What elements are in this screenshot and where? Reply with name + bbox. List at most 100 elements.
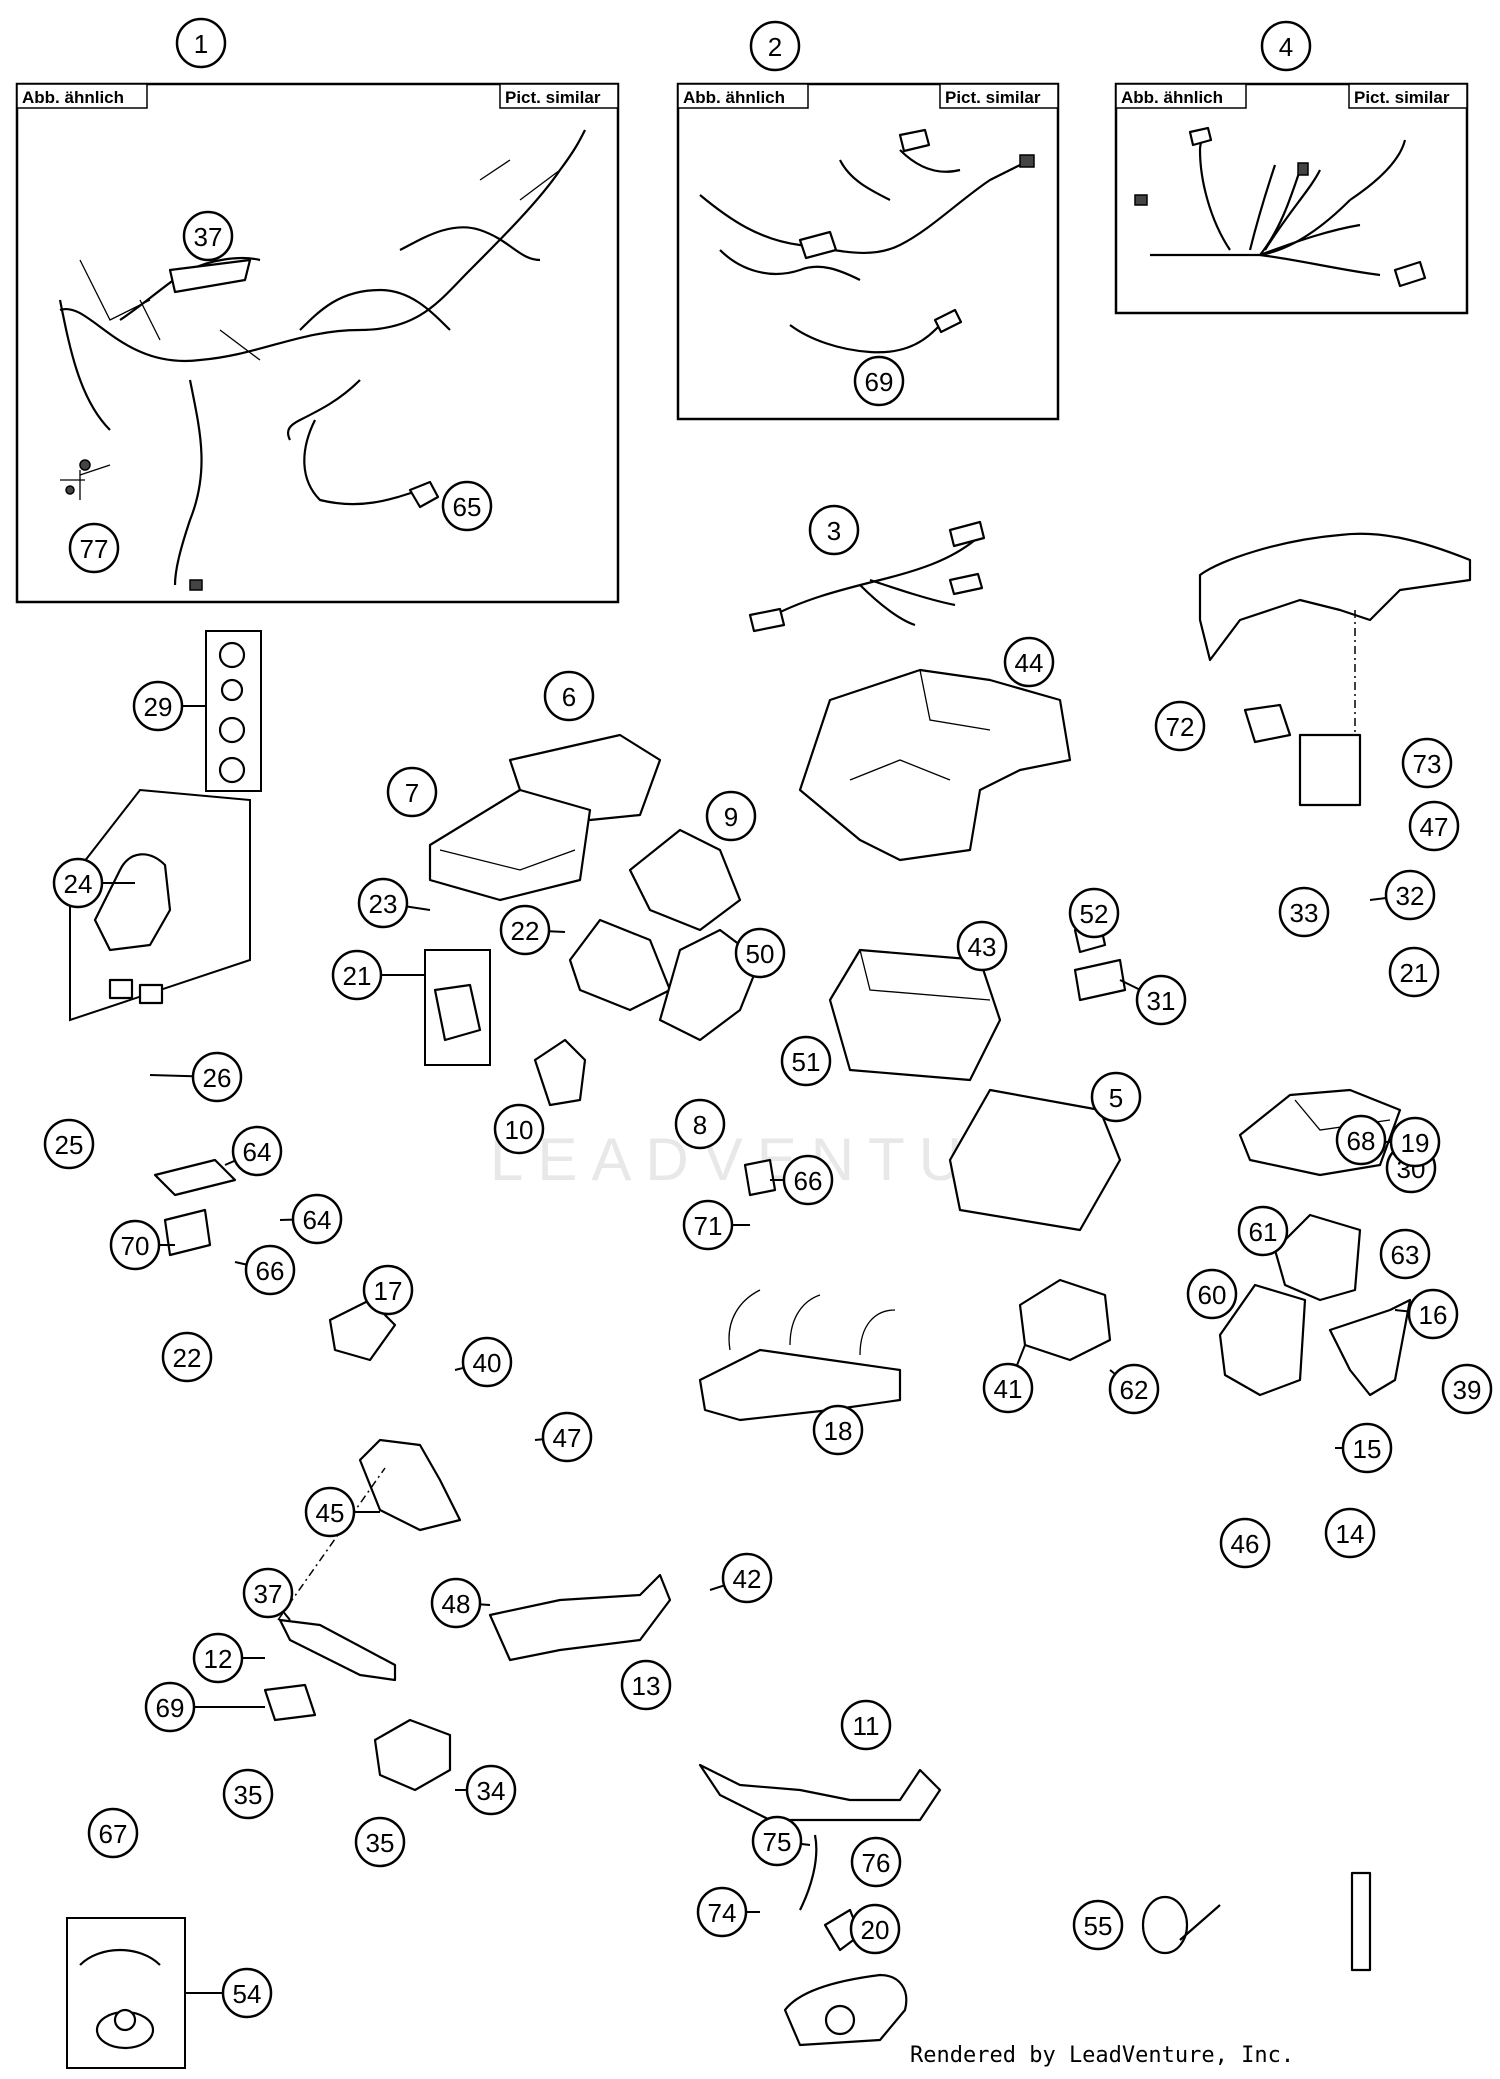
- callout-number: 16: [1419, 1300, 1448, 1330]
- callout-number: 67: [99, 1819, 128, 1849]
- callout-21: 21: [331, 949, 383, 1001]
- callout-number: 17: [374, 1276, 403, 1306]
- callout-circle: [132, 680, 184, 732]
- callout-circle: [674, 1098, 726, 1150]
- callout-number: 21: [343, 961, 372, 991]
- callout-circle: [1237, 1205, 1289, 1257]
- callout-circle: [1135, 974, 1187, 1026]
- callout-circle: [1090, 1071, 1142, 1123]
- callout-64: 64: [291, 1193, 343, 1245]
- callout-number: 71: [694, 1211, 723, 1241]
- callout-6: 6: [543, 670, 595, 722]
- callout-number: 20: [861, 1915, 890, 1945]
- callout-number: 51: [792, 1047, 821, 1077]
- callout-69: 69: [853, 355, 905, 407]
- callout-circle: [304, 1486, 356, 1538]
- bracket-22b: [1273, 1213, 1362, 1302]
- callout-number: 5: [1109, 1083, 1123, 1113]
- label-pict-similar: Pict. similar: [505, 88, 601, 107]
- callout-circle: [52, 857, 104, 909]
- callout-circle: [734, 927, 786, 979]
- callout-circle: [1260, 20, 1312, 72]
- holder-37: [488, 1573, 672, 1662]
- callout-number: 37: [254, 1579, 283, 1609]
- callout-number: 44: [1015, 648, 1044, 678]
- callout-circle: [493, 1103, 545, 1155]
- callout-circle: [87, 1807, 139, 1859]
- callout-19: 19: [1389, 1116, 1441, 1168]
- callout-number: 26: [203, 1063, 232, 1093]
- callout-37: 37: [182, 210, 234, 262]
- label-abb-aehnlich: Abb. ähnlich: [1121, 88, 1223, 107]
- callout-leader: [800, 1842, 811, 1846]
- callout-circle: [192, 1632, 244, 1684]
- callout-circle: [1384, 869, 1436, 921]
- callout-number: 9: [724, 802, 738, 832]
- callout-circle: [231, 1125, 283, 1177]
- callout-circle: [430, 1577, 482, 1629]
- callout-circle: [362, 1264, 414, 1316]
- callout-circle: [1407, 1288, 1459, 1340]
- callout-circle: [1072, 1899, 1124, 1951]
- callout-number: 24: [64, 869, 93, 899]
- callout-70: 70: [109, 1219, 161, 1271]
- callout-leader: [479, 1603, 491, 1606]
- callout-72: 72: [1154, 700, 1206, 752]
- callout-circle: [161, 1331, 213, 1383]
- callout-number: 8: [693, 1110, 707, 1140]
- callout-number: 70: [121, 1231, 150, 1261]
- callout-circle: [1379, 1228, 1431, 1280]
- callout-24: 24: [52, 857, 104, 909]
- callout-number: 64: [243, 1137, 272, 1167]
- callout-number: 12: [204, 1644, 233, 1674]
- callout-77: 77: [68, 522, 120, 574]
- callout-number: 1: [194, 29, 208, 59]
- credit-text: Rendered by LeadVenture, Inc.: [910, 2043, 1294, 2068]
- callout-leader: [534, 1438, 544, 1441]
- callout-circle: [357, 877, 409, 929]
- harness-3: [764, 539, 976, 621]
- callout-circle: [1389, 1116, 1441, 1168]
- callout-circle: [1003, 636, 1055, 688]
- callout-number: 69: [865, 367, 894, 397]
- callout-number: 10: [505, 1115, 534, 1145]
- callout-number: 37: [194, 222, 223, 252]
- callout-number: 7: [405, 778, 419, 808]
- callout-circle: [109, 1219, 161, 1271]
- bracket-52: [1073, 958, 1127, 1002]
- callout-37: 37: [242, 1567, 294, 1619]
- callout-circle: [291, 1193, 343, 1245]
- callout-circle: [1186, 1268, 1238, 1320]
- callout-number: 14: [1336, 1519, 1365, 1549]
- battery-cover: [948, 1088, 1122, 1232]
- callout-circle: [244, 1244, 296, 1296]
- label-pict-similar: Pict. similar: [945, 88, 1041, 107]
- callout-20: 20: [849, 1903, 901, 1955]
- callout-65: 65: [441, 480, 493, 532]
- callout-number: 42: [733, 1564, 762, 1594]
- callout-2: 2: [749, 20, 801, 72]
- callout-number: 50: [746, 939, 775, 969]
- callout-67: 67: [87, 1807, 139, 1859]
- callout-35: 35: [222, 1768, 274, 1820]
- callout-number: 74: [708, 1898, 737, 1928]
- callout-number: 25: [55, 1130, 84, 1160]
- callout-circle: [840, 1699, 892, 1751]
- callout-number: 77: [80, 534, 109, 564]
- callout-circle: [1068, 887, 1120, 939]
- callout-circle: [1388, 946, 1440, 998]
- callout-circle: [43, 1118, 95, 1170]
- callout-leader: [234, 1261, 247, 1266]
- callout-66: 66: [782, 1154, 834, 1206]
- callout-leader: [454, 1366, 464, 1371]
- callout-32: 32: [1384, 869, 1436, 921]
- callout-number: 35: [234, 1780, 263, 1810]
- callout-number: 76: [862, 1848, 891, 1878]
- callout-circle: [1441, 1363, 1493, 1415]
- callout-leader: [709, 1584, 725, 1591]
- callout-circle: [499, 904, 551, 956]
- callout-circle: [696, 1886, 748, 1938]
- callout-54: 54: [221, 1967, 273, 2019]
- callout-circle: [853, 355, 905, 407]
- callout-circle: [68, 522, 120, 574]
